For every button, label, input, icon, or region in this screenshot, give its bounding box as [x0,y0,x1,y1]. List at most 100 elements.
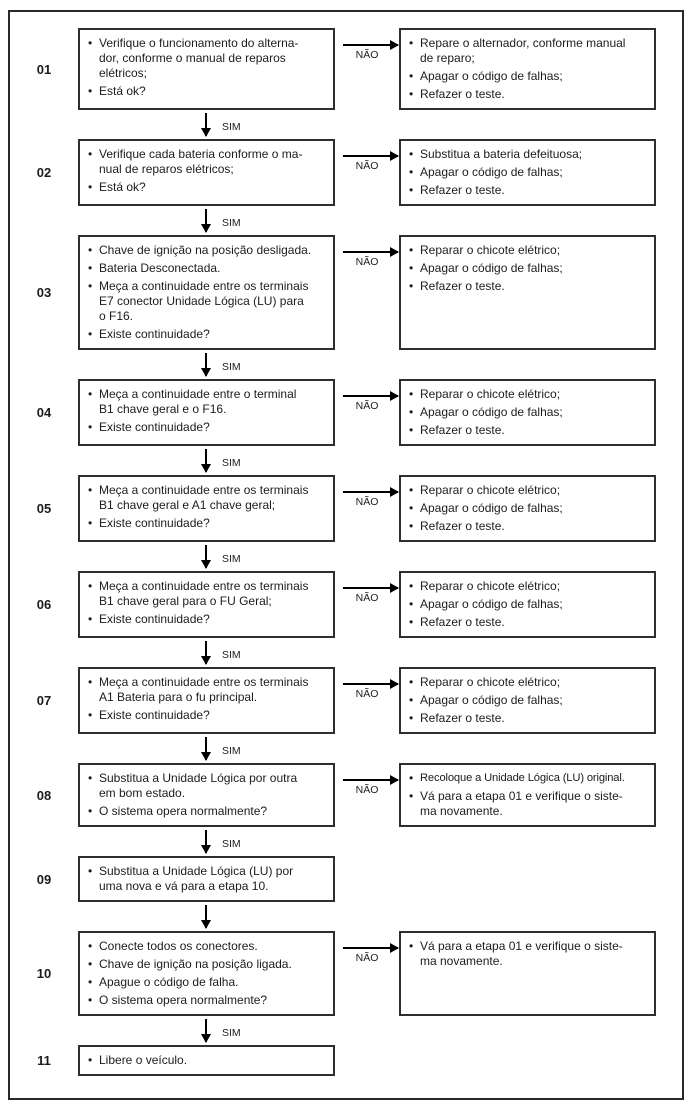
down-arrow-icon [201,1019,211,1043]
right-arrow-icon [343,40,399,50]
bullet-icon: • [409,597,414,611]
right-arrow-icon [343,151,399,161]
list-item: •Apagar o código de falhas; [409,261,648,276]
bullet-icon: • [88,804,93,818]
yes-label: SIM [222,745,241,757]
item-text: Refazer o teste. [420,423,505,437]
list-item: •Apagar o código de falhas; [409,501,648,516]
bullet-icon: • [409,165,414,179]
step-number: 01 [36,61,52,77]
item-text: Substitua a Unidade Lógica (LU) por uma … [99,864,294,893]
yes-branch: SIM [10,1016,682,1045]
no-branch: NÃO [335,235,399,350]
bullet-icon: • [88,864,93,878]
flow-step-07: 07 •Meça a continuidade entre os termina… [10,667,682,734]
item-text: Meça a continuidade entre o terminal B1 … [99,387,297,416]
question-box: •Conecte todos os conectores. •Chave de … [78,931,335,1016]
list-item: •Está ok? [88,180,327,195]
list-item: •Substitua a bateria defeituosa; [409,147,648,162]
list-item: •Refazer o teste. [409,423,648,438]
flow-step-08: 08 •Substitua a Unidade Lógica por outra… [10,763,682,827]
item-text: Apagar o código de falhas; [420,693,563,707]
bullet-icon: • [88,483,93,497]
item-text: O sistema opera normalmente? [99,804,268,818]
list-item: •Verifique o funcionamento do alterna- d… [88,36,327,81]
item-text: Reparar o chicote elétrico; [420,483,561,497]
action-box: •Reparar o chicote elétrico; •Apagar o c… [399,379,656,446]
step-number: 09 [36,871,52,887]
list-item: •Recoloque a Unidade Lógica (LU) origina… [409,771,648,786]
bullet-icon: • [409,483,414,497]
step-number: 02 [36,165,52,180]
list-item: •Repare o alternador, conforme manual de… [409,36,648,66]
item-text: Substitua a bateria defeituosa; [420,147,583,161]
list-item: • Reparar o chicote elétrico; [409,243,648,258]
list-item: •Verifique cada bateria conforme o ma- n… [88,147,327,177]
yes-branch: SIM [10,206,682,235]
question-box: •Meça a continuidade entre o terminal B1… [78,379,335,446]
item-text: Meça a continuidade entre os terminais E… [99,279,309,323]
list-item: •Vá para a etapa 01 e verifique o siste-… [409,789,648,819]
bullet-icon: • [88,939,93,953]
bullet-icon: • [88,243,93,257]
list-item: • Refazer o teste. [409,615,648,630]
step-number: 05 [36,501,52,516]
item-text: Vá para a etapa 01 e verifique o siste- … [420,939,623,968]
yes-label: SIM [222,649,241,661]
list-item: •Apague o código de falha. [88,975,327,990]
yes-branch: SIM [10,350,682,379]
action-box: •Vá para a etapa 01 e verifique o siste-… [399,931,656,1016]
no-label: NÃO [355,256,379,268]
list-item: •Refazer o teste. [409,87,648,102]
yes-label: SIM [222,457,241,469]
item-text: Está ok? [99,180,146,194]
yes-label: SIM [222,838,241,850]
item-text: Refazer o teste. [420,87,505,101]
list-item: •Apagar o código de falhas; [409,693,648,708]
right-arrow-icon [343,583,399,593]
bullet-icon: • [409,615,414,629]
flow-step-03: 03 •Chave de ignição na posição desligad… [10,235,682,350]
bullet-icon: • [409,789,414,803]
yes-branch: SIM [10,542,682,571]
bullet-icon: • [88,993,93,1007]
item-text: Libere o veículo. [99,1053,188,1067]
list-item: •Refazer o teste. [409,279,648,294]
right-arrow-icon [343,775,399,785]
step-number: 10 [36,966,52,981]
flow-step-11: 11 •Libere o veículo. [10,1045,682,1076]
no-branch: NÃO [335,475,399,542]
down-arrow-icon [201,905,211,929]
item-text: Reparar o chicote elétrico; [420,243,561,257]
bullet-icon: • [88,957,93,971]
flow-step-04: 04 •Meça a continuidade entre o terminal… [10,379,682,446]
next-connector [10,902,682,931]
page-frame: 01 •Verifique o funcionamento do alterna… [8,10,684,1100]
list-item: • Apagar o código de falhas; [409,597,648,612]
bullet-icon: • [409,675,414,689]
question-box: •Meça a continuidade entre os terminais … [78,667,335,734]
item-text: Apagar o código de falhas; [420,405,563,419]
list-item: • O sistema opera normalmente? [88,804,327,819]
no-label: NÃO [355,784,379,796]
bullet-icon: • [409,387,414,401]
flow-step-01: 01 •Verifique o funcionamento do alterna… [10,28,682,110]
no-label: NÃO [355,592,379,604]
bullet-icon: • [409,243,414,257]
step-number: 04 [36,405,52,420]
bullet-icon: • [409,279,414,293]
no-branch: NÃO [335,28,399,110]
list-item: •Refazer o teste. [409,519,648,534]
yes-branch: SIM [10,446,682,475]
item-text: Existe continuidade? [99,612,210,626]
list-item: •Substitua a Unidade Lógica por outra em… [88,771,327,801]
item-text: Refazer o teste. [420,615,505,629]
item-text: Apagar o código de falhas; [420,597,563,611]
bullet-icon: • [88,579,93,593]
no-branch: NÃO [335,667,399,734]
list-item: •Apagar o código de falhas; [409,165,648,180]
list-item: •Meça a continuidade entre os terminais … [88,675,327,705]
item-text: Existe continuidade? [99,420,210,434]
down-arrow-icon [201,737,211,761]
